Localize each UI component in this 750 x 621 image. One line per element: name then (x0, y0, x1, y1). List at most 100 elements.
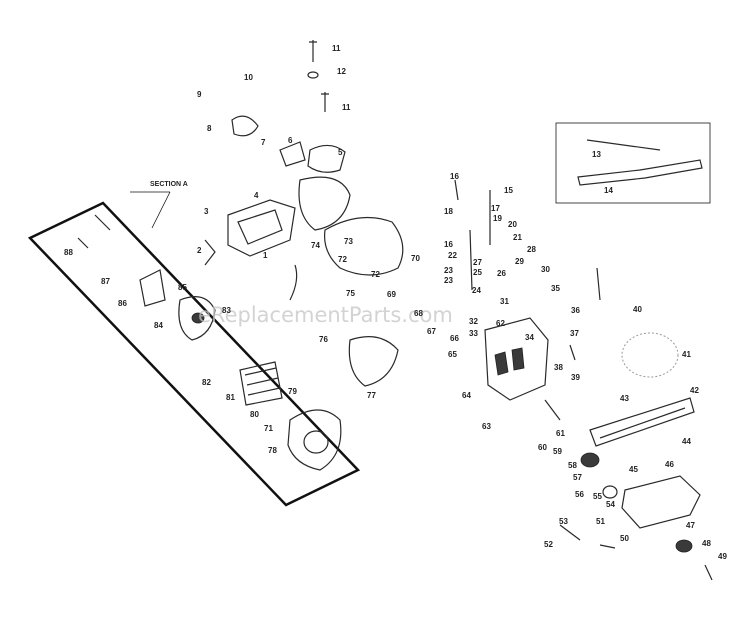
part-number-label: 74 (311, 241, 320, 250)
part-number-label: 73 (344, 237, 353, 246)
part-number-label: 83 (222, 306, 231, 315)
part-number-label: 67 (427, 327, 436, 336)
part-number-label: 79 (288, 387, 297, 396)
part-number-label: 75 (346, 289, 355, 298)
part-number-label: 76 (319, 335, 328, 344)
part-number-label: 22 (448, 251, 457, 260)
part-number-label: 66 (450, 334, 459, 343)
part-number-label: 33 (469, 329, 478, 338)
part-number-label: 77 (367, 391, 376, 400)
section-a-frame: SECTION A (27, 181, 361, 507)
part-number-label: 87 (101, 277, 110, 286)
part-number-label: 82 (202, 378, 211, 387)
part-number-label: 81 (226, 393, 235, 402)
part-number-label: 44 (682, 437, 691, 446)
part-number-label: 2 (197, 246, 202, 255)
part-number-label: 25 (473, 268, 482, 277)
part-number-label: 30 (541, 265, 550, 274)
part-number-label: 13 (592, 150, 601, 159)
inset-box (555, 122, 711, 204)
part-number-label: 78 (268, 446, 277, 455)
part-number-label: 54 (606, 500, 615, 509)
part-number-label: 53 (559, 517, 568, 526)
part-number-label: 57 (573, 473, 582, 482)
part-number-label: 17 (491, 204, 500, 213)
section-a-label: SECTION A (150, 181, 188, 188)
part-number-label: 12 (337, 67, 346, 76)
part-number-label: 16 (444, 240, 453, 249)
part-number-label: 45 (629, 465, 638, 474)
part-number-label: 27 (473, 258, 482, 267)
part-number-label: 11 (342, 103, 351, 112)
part-number-label: 55 (593, 492, 602, 501)
part-number-label: 14 (604, 186, 613, 195)
part-number-label: 68 (414, 309, 423, 318)
part-number-label: 71 (264, 424, 273, 433)
part-number-label: 1 (263, 251, 268, 260)
part-number-label: 88 (64, 248, 73, 257)
part-number-label: 50 (620, 534, 629, 543)
part-number-label: 19 (493, 214, 502, 223)
part-number-label: 63 (482, 422, 491, 431)
part-number-label: 15 (504, 186, 513, 195)
part-number-label: 56 (575, 490, 584, 499)
part-number-label: 86 (118, 299, 127, 308)
part-number-label: 21 (513, 233, 522, 242)
part-number-label: 85 (178, 283, 187, 292)
part-number-label: 20 (508, 220, 517, 229)
part-number-label: 59 (553, 447, 562, 456)
part-number-label: 11 (332, 44, 341, 53)
part-number-label: 16 (450, 172, 459, 181)
part-number-label: 38 (554, 363, 563, 372)
guide-bar-inset (577, 159, 703, 186)
part-number-label: 60 (538, 443, 547, 452)
watermark: eReplacementParts.com (198, 303, 453, 327)
part-number-label: 80 (250, 410, 259, 419)
part-number-label: 6 (288, 136, 293, 145)
part-number-label: 46 (665, 460, 674, 469)
part-number-label: 58 (568, 461, 577, 470)
part-number-label: 26 (497, 269, 506, 278)
part-number-label: 4 (254, 191, 259, 200)
part-number-label: 28 (527, 245, 536, 254)
parts-drawings (77, 40, 713, 581)
part-number-label: 39 (571, 373, 580, 382)
part-number-label: 37 (570, 329, 579, 338)
part-number-label: 49 (718, 552, 727, 561)
part-number-label: 31 (500, 297, 509, 306)
part-number-label: 62 (496, 319, 505, 328)
part-number-label: 41 (682, 350, 691, 359)
part-number-label: 8 (207, 124, 212, 133)
part-number-label: 24 (472, 286, 481, 295)
part-number-label: 23 (444, 266, 453, 275)
part-number-label: 48 (702, 539, 711, 548)
part-number-label: 34 (525, 333, 534, 342)
part-number-label: 70 (411, 254, 420, 263)
part-number-label: 23 (444, 276, 453, 285)
part-number-label: 72 (338, 255, 347, 264)
part-number-label: 29 (515, 257, 524, 266)
part-number-label: 40 (633, 305, 642, 314)
part-number-label: 65 (448, 350, 457, 359)
part-number-label: 7 (261, 138, 266, 147)
saw-chain (586, 139, 661, 151)
part-number-label: 52 (544, 540, 553, 549)
part-number-label: 36 (571, 306, 580, 315)
part-number-label: 3 (204, 207, 209, 216)
part-number-label: 35 (551, 284, 560, 293)
part-number-callouts: 1 2 3 4 5 6 7 8 9 10 11 11 12 13 14 15 1… (64, 44, 727, 561)
part-number-label: 18 (444, 207, 453, 216)
part-number-label: 10 (244, 73, 253, 82)
part-number-label: 51 (596, 517, 605, 526)
part-number-label: 47 (686, 521, 695, 530)
part-number-label: 43 (620, 394, 629, 403)
part-number-label: 9 (197, 90, 202, 99)
part-number-label: 32 (469, 317, 478, 326)
part-number-label: 84 (154, 321, 163, 330)
part-number-label: 42 (690, 386, 699, 395)
part-number-label: 61 (556, 429, 565, 438)
part-number-label: 69 (387, 290, 396, 299)
part-number-label: 5 (338, 148, 343, 157)
part-number-label: 72 (371, 270, 380, 279)
